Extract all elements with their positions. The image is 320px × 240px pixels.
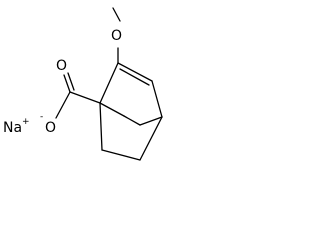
sodium-charge-label: + (22, 117, 30, 127)
bond-c5-c4 (139, 116, 163, 161)
bond-c2-c1 (99, 62, 119, 104)
methoxy-oxygen-label: O (111, 28, 122, 44)
bond-methyl-methoxy-o (112, 7, 121, 22)
bond-c1-c8 (99, 102, 125, 117)
chemical-structure: O O - O Na + (3, 7, 163, 161)
bond-c1-c6 (99, 102, 103, 151)
sodium-label: Na (3, 120, 22, 136)
bond-carboxyl-c-carbonyl-o-a (63, 74, 71, 93)
bond-c2-c3-inner (119, 68, 150, 86)
carboxylate-charge-label: - (40, 112, 43, 122)
bond-c6-c5 (101, 149, 141, 161)
bond-carboxyl-c-carboxylate-o (55, 91, 71, 119)
bond-c3-c4 (151, 80, 163, 118)
bond-c7-c4 (139, 116, 163, 126)
carboxylate-oxygen-label: O (45, 120, 56, 136)
bond-c2-c3 (117, 62, 153, 82)
atom-labels: O O - O Na + (3, 28, 122, 136)
bond-c1-carboxyl-c (69, 91, 101, 104)
bonds (55, 7, 163, 161)
bond-c8-c7 (123, 115, 141, 126)
bond-carboxyl-c-carbonyl-o-b (67, 72, 75, 91)
carbonyl-oxygen-label: O (56, 58, 67, 74)
